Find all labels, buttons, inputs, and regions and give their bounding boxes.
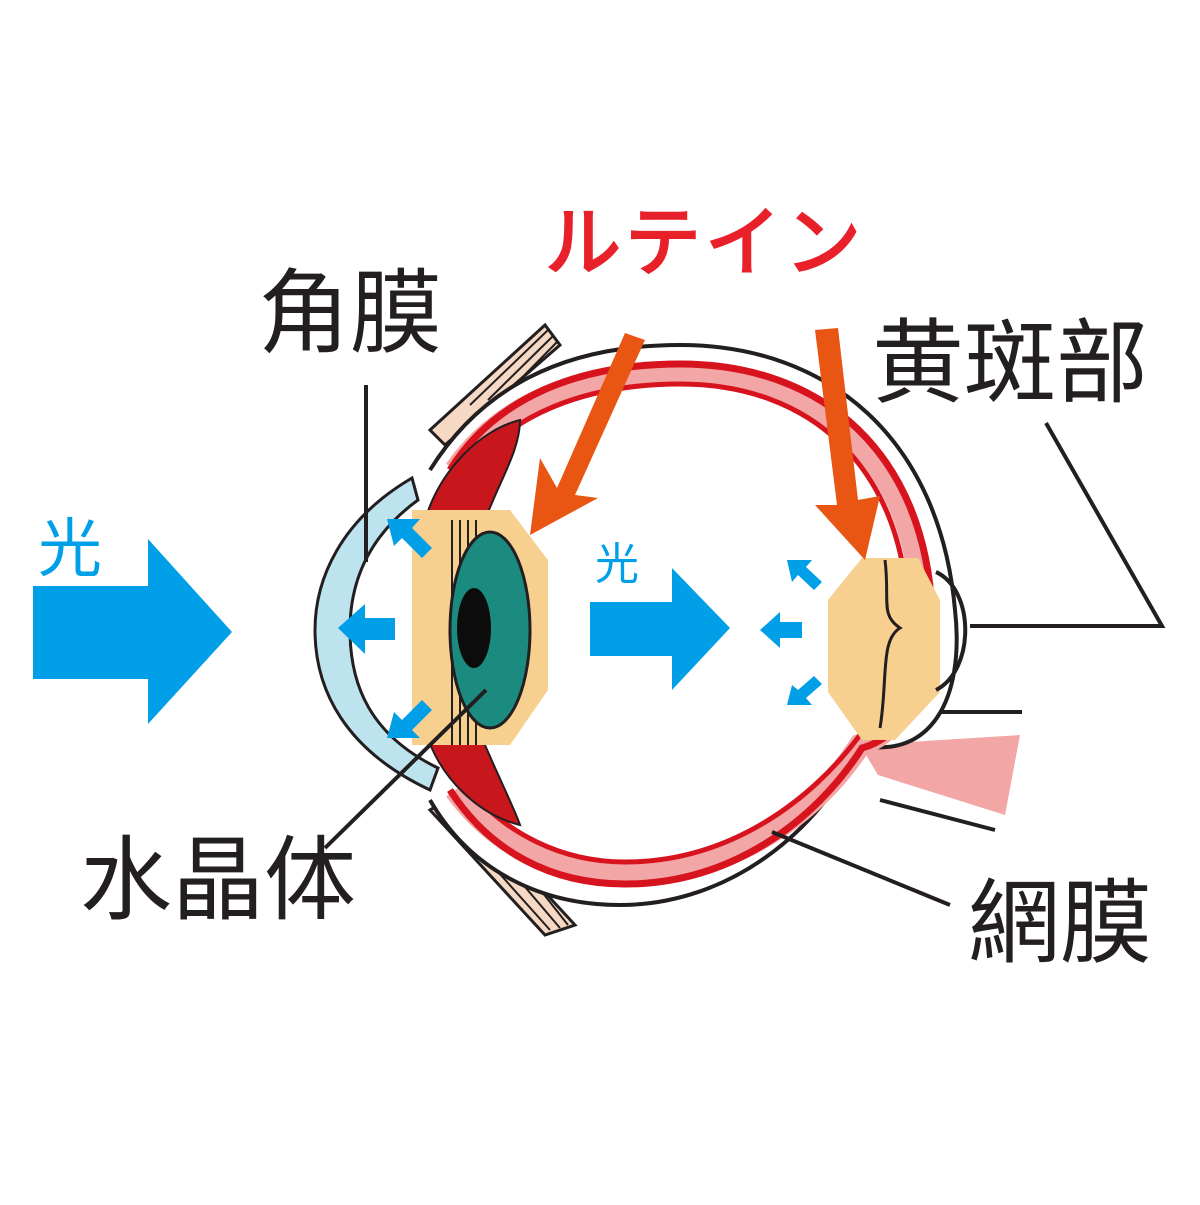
- macula-fovea: [878, 559, 903, 729]
- leader-lines: [323, 385, 1166, 907]
- cornea-label: 角膜: [258, 260, 443, 367]
- light-label-inner: 光: [595, 539, 639, 590]
- optic-disc: [934, 570, 968, 692]
- lutein-label: ルテイン: [545, 198, 865, 287]
- light-arrow-middle: [590, 568, 730, 690]
- scatter-arrows-cornea: [338, 519, 432, 738]
- retina-label: 網膜: [968, 870, 1153, 977]
- light-label-outer: 光: [38, 513, 102, 587]
- lutein-arrows: [530, 328, 880, 560]
- light-arrow-big: [33, 539, 232, 724]
- ciliary-body-lower: [423, 679, 522, 827]
- eye-muscle-top: [427, 322, 563, 448]
- lens-label: 水晶体: [80, 827, 357, 934]
- pupil: [457, 588, 491, 668]
- scatter-arrows-macula: [760, 560, 822, 705]
- cornea-shape: [313, 475, 440, 793]
- macula-label: 黄斑部: [872, 310, 1149, 417]
- lutein-region-macula: [828, 558, 940, 740]
